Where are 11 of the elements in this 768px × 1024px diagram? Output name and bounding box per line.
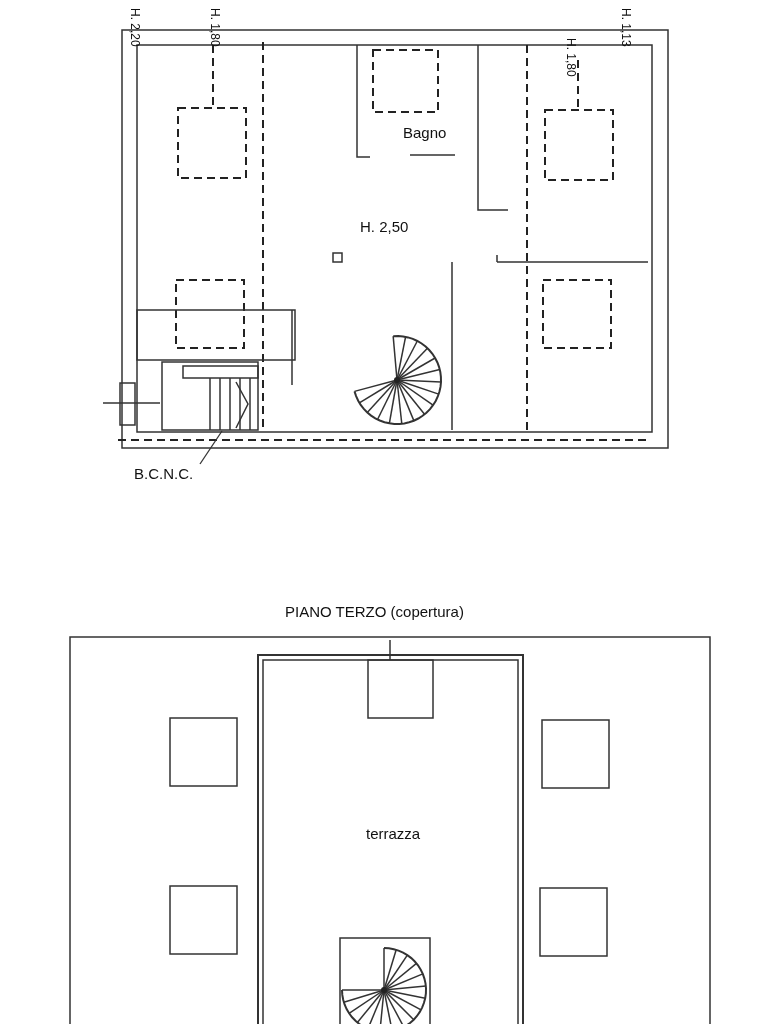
room-label: Bagno xyxy=(403,125,447,140)
room-label: terrazza xyxy=(366,826,421,841)
height-label: H. 1,13 xyxy=(620,8,632,47)
room-label: H. 2,50 xyxy=(360,219,409,234)
plan-title: PIANO TERZO (copertura) xyxy=(285,604,464,619)
height-label: H. 1,80 xyxy=(565,38,577,77)
stair-drawing xyxy=(161,361,259,431)
leader-line xyxy=(199,430,223,465)
callout-label: B.C.N.C. xyxy=(134,466,194,481)
height-label: H. 1,80 xyxy=(209,8,221,47)
height-label: H. 2,20 xyxy=(129,8,141,47)
